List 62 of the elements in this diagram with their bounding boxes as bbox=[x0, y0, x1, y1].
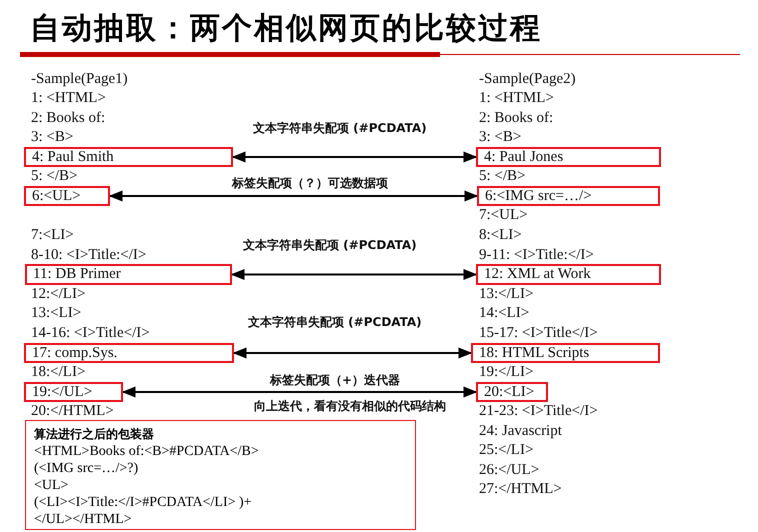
code-line: 5: </B> bbox=[479, 167, 526, 186]
code-line: 6:<UL> bbox=[32, 187, 81, 206]
wrapper-code-line: </UL></HTML> bbox=[34, 511, 133, 528]
code-line: 21-23: <I>Title</I> bbox=[479, 402, 598, 421]
highlight-box bbox=[476, 264, 661, 285]
code-line: 8-10: <I>Title:</I> bbox=[31, 246, 146, 265]
code-line: 12:</LI> bbox=[31, 285, 86, 304]
code-line: 3: <B> bbox=[31, 128, 74, 147]
highlight-box bbox=[24, 382, 123, 402]
double-arrow bbox=[230, 268, 478, 280]
code-line: 4: Paul Smith bbox=[32, 148, 114, 167]
double-arrow bbox=[108, 190, 478, 202]
code-line: 7:<UL> bbox=[479, 206, 528, 225]
code-line: 18: HTML Scripts bbox=[479, 344, 590, 363]
code-line: 14:<LI> bbox=[479, 304, 530, 323]
code-line: 8:<LI> bbox=[479, 226, 522, 245]
code-line: 12: XML at Work bbox=[484, 265, 591, 284]
highlight-box bbox=[476, 147, 661, 167]
double-arrow bbox=[232, 347, 472, 359]
code-line: 24: Javascript bbox=[479, 422, 562, 441]
double-arrow bbox=[232, 151, 478, 163]
code-line: 1: <HTML> bbox=[479, 89, 554, 108]
double-arrow bbox=[122, 386, 478, 398]
code-line: 20:</HTML> bbox=[31, 402, 114, 421]
highlight-box bbox=[24, 186, 110, 206]
title: 自动抽取：两个相似网页的比较过程 bbox=[30, 10, 542, 48]
code-line: 1: <HTML> bbox=[31, 89, 106, 108]
wrapper-code-line: <UL> bbox=[34, 477, 70, 494]
code-line: 18:</LI> bbox=[31, 363, 86, 382]
code-line: 7:<LI> bbox=[31, 226, 74, 245]
code-line: 20:<LI> bbox=[484, 383, 534, 402]
wrapper-code-line: (<LI><I>Title:</I>#PCDATA</LI> )+ bbox=[34, 494, 253, 511]
highlight-box bbox=[476, 382, 548, 402]
code-line: 2: Books of: bbox=[479, 109, 554, 128]
highlight-box bbox=[25, 264, 232, 285]
highlight-box bbox=[471, 343, 660, 363]
wrapper-box bbox=[25, 420, 416, 530]
code-line: 25:</LI> bbox=[479, 441, 534, 460]
code-line: -Sample(Page1) bbox=[31, 70, 128, 89]
code-line: 9-11: <I>Title:</I> bbox=[479, 246, 594, 265]
code-line: 19:</UL> bbox=[32, 383, 92, 402]
code-line: 13:</LI> bbox=[479, 285, 534, 304]
code-line: 14-16: <I>Title</I> bbox=[31, 324, 150, 343]
code-line: -Sample(Page2) bbox=[479, 70, 576, 89]
code-line: 3: <B> bbox=[479, 128, 522, 147]
code-line: 26:</UL> bbox=[479, 461, 540, 480]
code-line: 5: </B> bbox=[31, 167, 78, 186]
highlight-box bbox=[477, 186, 660, 206]
wrapper-code-line: <HTML>Books of:<B>#PCDATA</B> bbox=[34, 443, 260, 460]
wrapper-heading: 算法进行之后的包装器 bbox=[34, 426, 155, 443]
code-line: 11: DB Primer bbox=[33, 265, 121, 284]
code-line: 27:</HTML> bbox=[479, 480, 562, 499]
code-line: 2: Books of: bbox=[31, 109, 106, 128]
code-line: 17: comp.Sys. bbox=[32, 344, 118, 363]
code-line: 15-17: <I>Title</I> bbox=[479, 324, 598, 343]
code-line: 13:<LI> bbox=[31, 304, 82, 323]
wrapper-code-line: (<IMG src=…/>?) bbox=[34, 460, 140, 477]
code-line: 6:<IMG src=…/> bbox=[485, 187, 592, 206]
highlight-box bbox=[24, 343, 234, 363]
code-line: 4: Paul Jones bbox=[484, 148, 564, 167]
code-line: 19:</LI> bbox=[479, 363, 534, 382]
highlight-box bbox=[24, 147, 233, 167]
